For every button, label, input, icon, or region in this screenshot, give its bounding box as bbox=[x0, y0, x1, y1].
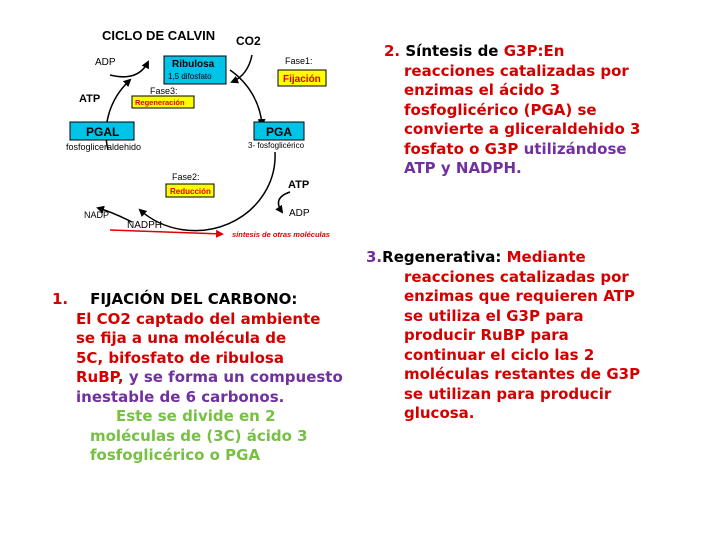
fase2-label: Fase2: bbox=[172, 172, 200, 182]
sec2-title-g3p: G3P:En bbox=[503, 42, 565, 60]
section-sintesis-g3p: 2. Síntesis de G3P:En reacciones cataliz… bbox=[384, 42, 704, 179]
reduccion-box bbox=[165, 183, 215, 198]
pga-box bbox=[253, 121, 305, 141]
sec3-line: glucosa. bbox=[404, 404, 475, 422]
fase3-label: Fase3: bbox=[150, 86, 178, 96]
regeneracion-box bbox=[131, 95, 195, 109]
sec1-heading: FIJACIÓN DEL CARBONO: bbox=[90, 290, 298, 308]
sec3-line: producir RuBP para bbox=[404, 326, 569, 344]
sec3-line: continuar el ciclo las 2 bbox=[404, 345, 595, 364]
sec1-line-purple: inestable de 6 carbonos. bbox=[76, 387, 285, 406]
sec2-line: enzimas el ácido 3 bbox=[404, 81, 561, 99]
section-fijacion: 1. FIJACIÓN DEL CARBONO: El CO2 captado d… bbox=[52, 290, 367, 466]
adp-top-label: ADP bbox=[95, 57, 116, 68]
synthesis-arrow bbox=[109, 229, 224, 238]
fijacion-box bbox=[277, 69, 327, 87]
sec1-line-green: Este se divide en 2 bbox=[116, 407, 276, 425]
sec1-line: se fija a una molécula de bbox=[76, 329, 287, 347]
sec2-line: fosfoglicérico (PGA) se bbox=[404, 100, 597, 119]
cycle-arrows bbox=[105, 69, 276, 232]
calvin-cycle-diagram: CICLO DE CALVIN CO2 Fase1: Fijación Ribu… bbox=[66, 28, 330, 239]
sec3-title: Regenerativa: bbox=[382, 248, 502, 266]
side-arrows bbox=[96, 54, 291, 223]
nadp-label: NADP bbox=[84, 210, 109, 220]
sec2-line: convierte a gliceraldehido 3 bbox=[404, 120, 641, 138]
sec1-line-green: fosfoglicérico o PGA bbox=[90, 446, 261, 464]
sec1-line-green: moléculas de (3C) ácido 3 bbox=[90, 426, 308, 445]
sec1-line-purple: y se forma un compuesto bbox=[128, 368, 343, 386]
atp-right-label: ATP bbox=[288, 179, 309, 191]
section-regenerativa: 3.Regenerativa: Mediante reacciones cata… bbox=[366, 248, 706, 424]
sec3-line: enzimas que requieren ATP bbox=[404, 287, 635, 305]
sec3-line: reacciones catalizadas por bbox=[404, 267, 629, 286]
sec1-line: 5C, bifosfato de ribulosa bbox=[76, 348, 284, 367]
sec1-line: RuBP, bbox=[76, 368, 124, 386]
sec2-line-purple: ATP y NADPH. bbox=[404, 159, 522, 177]
sec3-line: se utiliza el G3P para bbox=[404, 306, 584, 325]
adp-right-label: ADP bbox=[289, 208, 310, 219]
sec3-line: moléculas restantes de G3P bbox=[404, 365, 641, 383]
pga-label: PGA bbox=[266, 125, 292, 139]
sec1-line: El CO2 captado del ambiente bbox=[76, 309, 321, 328]
pgal-box bbox=[69, 121, 135, 141]
regeneracion-label: Regeneración bbox=[135, 98, 185, 107]
co2-label: CO2 bbox=[236, 34, 261, 48]
ribulosa-label: Ribulosa bbox=[172, 59, 215, 70]
sintesis-label: síntesis de otras moléculas bbox=[232, 230, 330, 239]
fijacion-label: Fijación bbox=[283, 74, 321, 85]
sec2-line-purple: utilizándose bbox=[523, 139, 627, 158]
sec3-line: se utilizan para producir bbox=[404, 384, 612, 403]
sec2-number: 2. bbox=[384, 42, 401, 60]
bifosfato-label: 1,5 difosfato bbox=[168, 72, 212, 81]
reduccion-label: Reducción bbox=[170, 187, 211, 196]
fase1-label: Fase1: bbox=[285, 56, 313, 66]
fosfoglicerico-label: 3- fosfoglicérico bbox=[248, 141, 305, 150]
sec3-number: 3. bbox=[366, 248, 383, 266]
pgal-label: PGAL bbox=[86, 125, 119, 139]
sec3-title-mediante: Mediante bbox=[506, 248, 586, 266]
ribulosa-box bbox=[163, 55, 227, 85]
sec1-number: 1. bbox=[52, 290, 69, 308]
sec2-line: fosfato o G3P bbox=[404, 139, 519, 158]
nadph-label: NADPH bbox=[127, 220, 162, 231]
fosfogliceraldehido-label: fosfogliceraldehido bbox=[66, 142, 141, 152]
sec2-line: reacciones catalizadas por bbox=[404, 61, 629, 80]
atp-left-label: ATP bbox=[79, 93, 100, 105]
sec2-title: Síntesis de bbox=[405, 42, 499, 60]
diagram-title: CICLO DE CALVIN bbox=[102, 28, 215, 43]
